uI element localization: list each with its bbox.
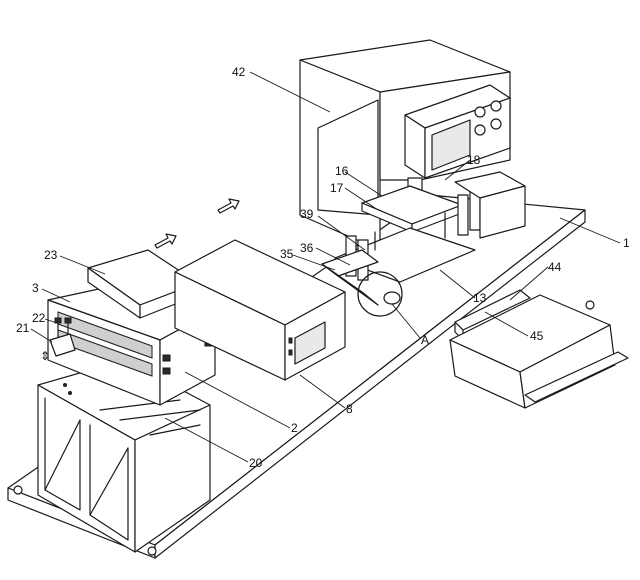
- leader-44: [509, 266, 549, 301]
- label-8: 8: [346, 402, 353, 416]
- frame-slot: [149, 424, 201, 436]
- label-35: 35: [280, 247, 294, 261]
- frame-brace: [44, 419, 81, 491]
- frame-leg: [89, 424, 129, 541]
- bolt-head-icon: [54, 317, 62, 324]
- die-base: [334, 227, 476, 283]
- roller-icon: [383, 291, 401, 305]
- label-17: 17: [330, 181, 344, 195]
- clamp-block: [457, 194, 469, 236]
- support-frame: [37, 359, 211, 553]
- switch-icon: [288, 337, 293, 344]
- label-22: 22: [32, 311, 46, 325]
- output-tray: [449, 289, 629, 409]
- leader-13: [439, 269, 476, 299]
- label-3: 3: [32, 281, 39, 295]
- knob-icon: [490, 100, 502, 112]
- rail-left-front: [321, 263, 379, 306]
- bolt-head-icon: [64, 317, 72, 324]
- leader-42: [249, 71, 331, 113]
- leader-35: [292, 254, 336, 271]
- detail-circle: [357, 271, 403, 317]
- label-2: 2: [291, 421, 298, 435]
- knob-icon: [474, 124, 486, 136]
- frame-side: [134, 404, 211, 553]
- leader-1: [559, 217, 621, 244]
- leader-36: [315, 247, 351, 266]
- label-1: 1: [623, 236, 630, 250]
- leader-2: [184, 371, 291, 429]
- leader-39: [317, 215, 366, 251]
- leader-A: [391, 303, 421, 339]
- bolt-icon: [147, 546, 157, 556]
- leader-23: [59, 255, 106, 275]
- knob-icon: [490, 118, 502, 130]
- label-A: A: [421, 333, 429, 347]
- bolt-icon: [585, 300, 595, 310]
- leader-8: [299, 374, 346, 409]
- switch-icon: [288, 349, 293, 356]
- control-panel: [294, 321, 326, 365]
- label-18: 18: [467, 153, 481, 167]
- label-16: 16: [335, 164, 349, 178]
- label-44: 44: [548, 260, 562, 274]
- hole-icon: [68, 391, 72, 395]
- leader-20: [164, 417, 249, 463]
- leader-22: [44, 318, 58, 324]
- mount-plate: [49, 333, 76, 357]
- die-assembly: [321, 171, 526, 317]
- leader-17: [344, 187, 379, 211]
- tray-lip: [524, 351, 629, 403]
- label-13: 13: [473, 291, 487, 305]
- hole-icon: [63, 383, 67, 387]
- knob-icon: [474, 106, 486, 118]
- frame-brace: [89, 447, 129, 516]
- bolt-icon: [13, 485, 23, 495]
- label-39: 39: [300, 207, 314, 221]
- frame-slot: [119, 409, 201, 421]
- leader-45: [484, 311, 529, 337]
- connector-icon: [162, 354, 171, 362]
- flow-arrows: [154, 198, 240, 249]
- label-42: 42: [232, 65, 246, 79]
- leader-lines: [30, 71, 621, 463]
- label-20: 20: [249, 456, 263, 470]
- leader-3: [41, 288, 71, 303]
- leader-18: [444, 159, 471, 181]
- label-36: 36: [300, 241, 314, 255]
- connector-icon: [162, 367, 171, 375]
- frame-leg: [44, 397, 81, 511]
- arrow-right-icon: [154, 233, 177, 249]
- leader-16: [344, 171, 383, 197]
- reference-numerals: 42 18 16 17 39 36 35 1 13 44 23 3 22 21 …: [16, 65, 630, 470]
- rail-right-side: [479, 185, 526, 239]
- label-23: 23: [44, 248, 58, 262]
- label-45: 45: [530, 329, 544, 343]
- label-21: 21: [16, 321, 30, 335]
- arrow-updown-icon: ⇕: [40, 349, 50, 363]
- display-screen: [431, 119, 471, 171]
- leader-21: [30, 328, 53, 343]
- arrow-right-icon: [217, 198, 240, 214]
- middle-box: [174, 239, 346, 381]
